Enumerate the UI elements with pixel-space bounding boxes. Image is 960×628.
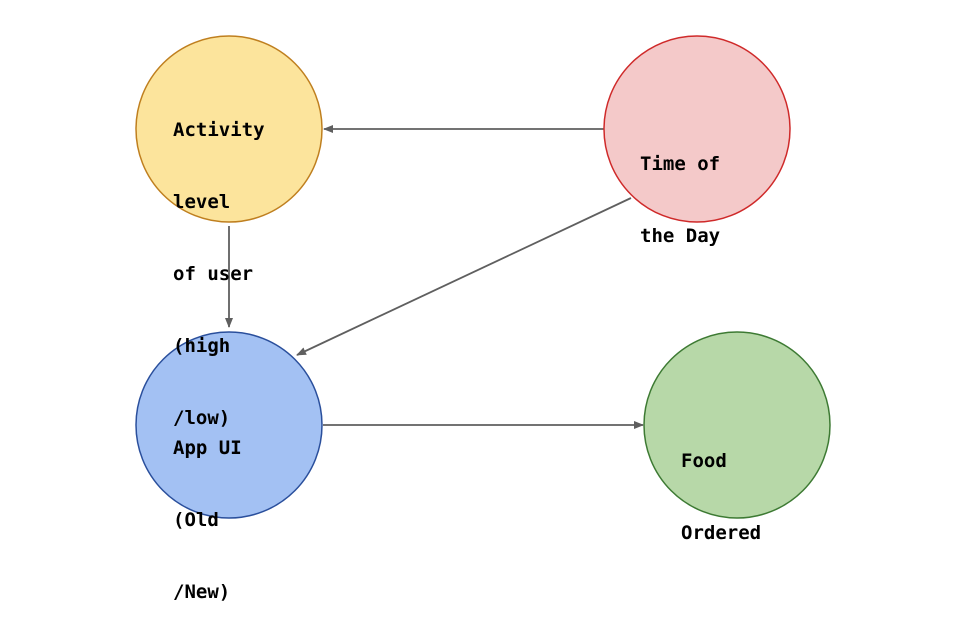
node-app-ui[interactable]: [135, 331, 323, 519]
label-line: (high: [173, 335, 231, 357]
label-line: Time of: [640, 153, 721, 175]
food-ordered-label: Food Ordered: [681, 401, 761, 569]
label-line: (Old: [173, 509, 219, 531]
activity-level-label: Activity level of user (high /low): [173, 70, 265, 454]
label-line: Ordered: [681, 522, 762, 544]
causal-diagram: [135, 35, 831, 519]
label-line: level: [173, 191, 231, 213]
label-line: of user: [173, 263, 254, 285]
label-line: /low): [173, 407, 231, 429]
node-time-of-day[interactable]: [603, 35, 791, 223]
time-of-day-label: Time of the Day: [640, 104, 720, 272]
label-line: /New): [173, 581, 231, 603]
node-activity-level[interactable]: [135, 35, 323, 223]
node-food-ordered[interactable]: [643, 331, 831, 519]
label-line: Activity: [173, 119, 265, 141]
label-line: Food: [681, 450, 727, 472]
app-ui-label: App UI (Old /New): [173, 388, 242, 628]
label-line: the Day: [640, 225, 721, 247]
edge-time-to-appui: [296, 197, 632, 356]
label-line: App UI: [173, 437, 242, 459]
